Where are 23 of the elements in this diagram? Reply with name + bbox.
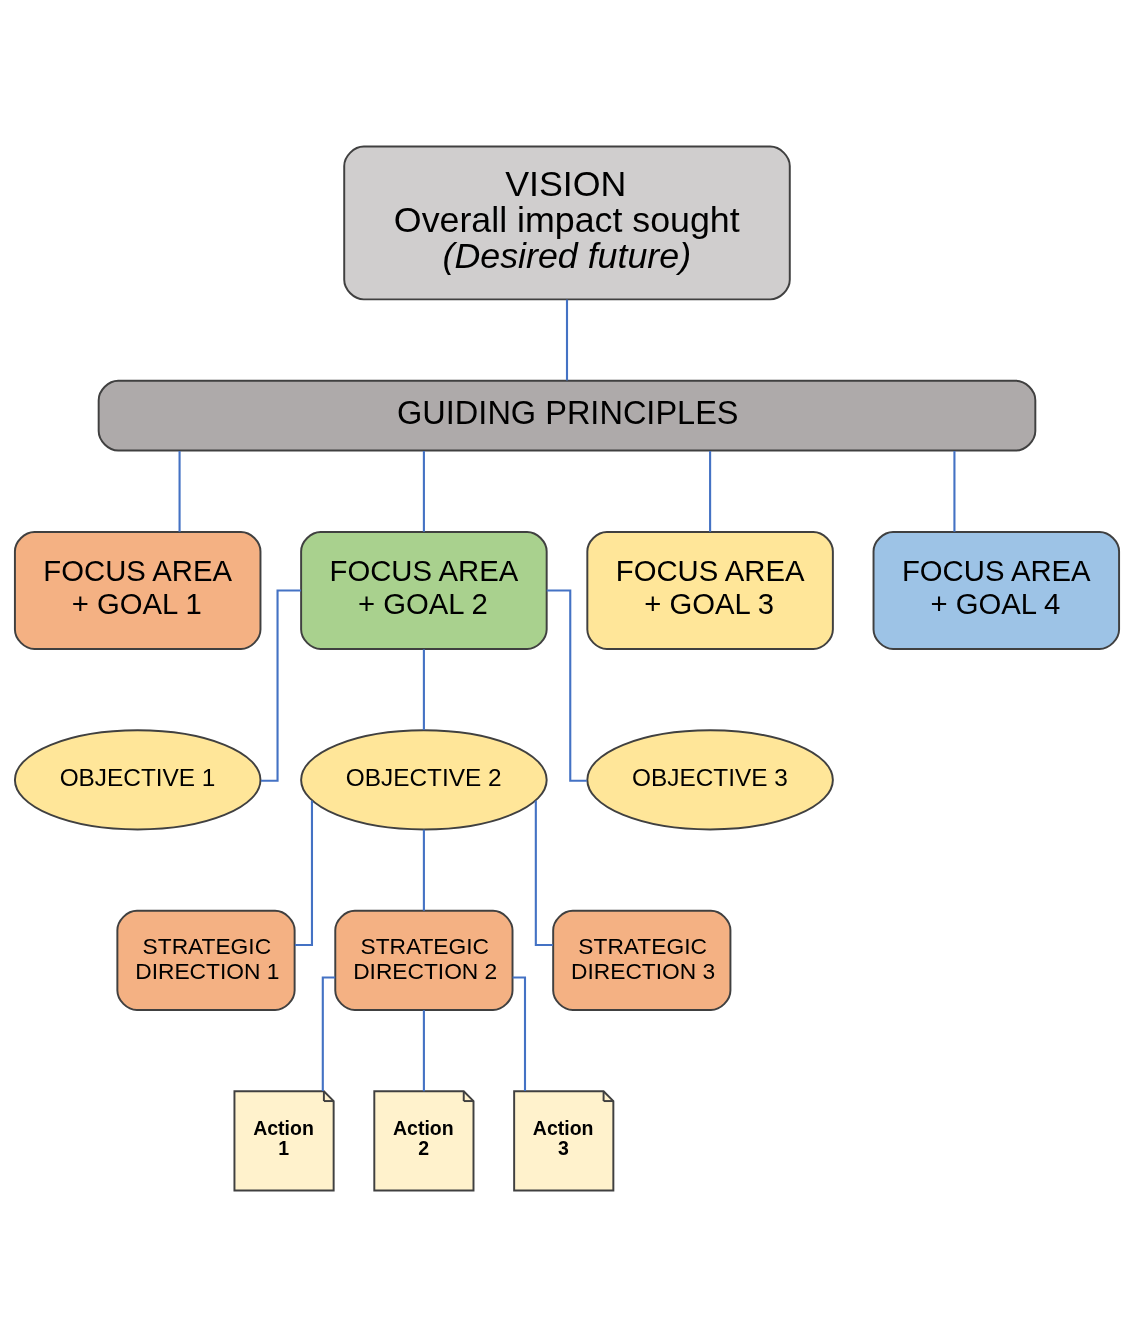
- connector: [422, 1010, 425, 1092]
- connector: [178, 451, 181, 532]
- node-box: FOCUS AREA + GOAL 2: [300, 530, 548, 650]
- node-box: STRATEGIC DIRECTION 1: [116, 909, 296, 1011]
- connector: [546, 589, 587, 782]
- node-box: FOCUS AREA + GOAL 3: [586, 530, 834, 650]
- connector: [512, 976, 527, 1091]
- node-box: FOCUS AREA + GOAL 4: [872, 530, 1121, 650]
- connector: [565, 299, 569, 381]
- node-ellipse: OBJECTIVE 2: [300, 729, 548, 831]
- node-ellipse: OBJECTIVE 3: [586, 729, 834, 831]
- node-ellipse: OBJECTIVE 1: [13, 729, 262, 831]
- node-box: GUIDING PRINCIPLES: [97, 379, 1037, 452]
- node-box: VISION Overall impact sought (Desired future): [343, 145, 791, 301]
- connector: [709, 451, 712, 532]
- connector: [422, 829, 425, 911]
- node-box: STRATEGIC DIRECTION 3: [552, 909, 732, 1011]
- node-box: STRATEGIC DIRECTION 2: [334, 909, 514, 1011]
- node-box: FOCUS AREA + GOAL 1: [13, 530, 262, 650]
- connector: [422, 451, 425, 532]
- connector: [321, 976, 336, 1091]
- connector: [422, 649, 425, 730]
- connector: [953, 451, 956, 532]
